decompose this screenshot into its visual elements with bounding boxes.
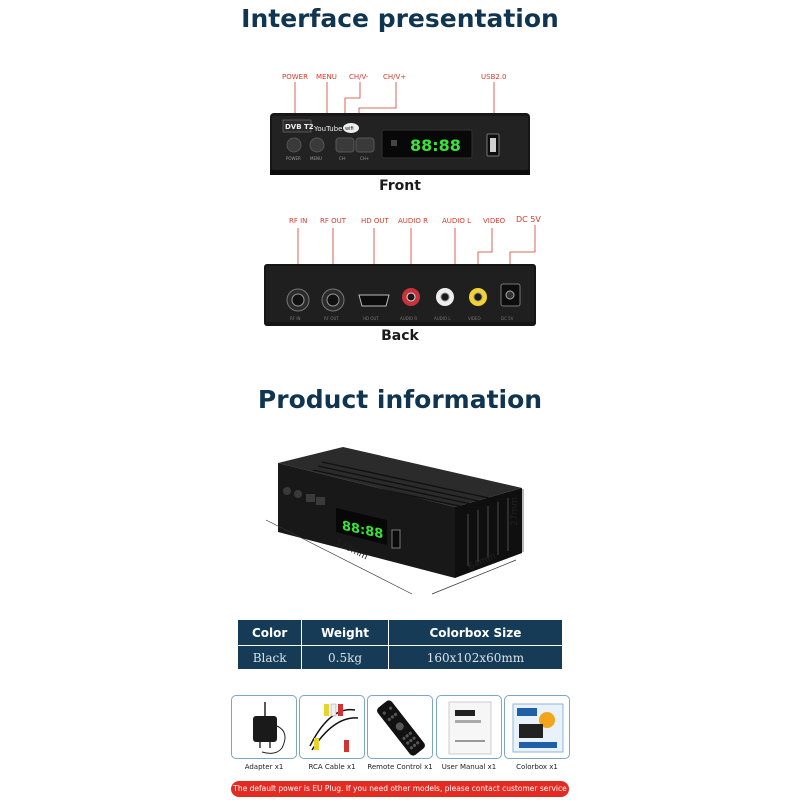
accessory-label-adapter: Adapter x1	[244, 763, 284, 771]
rf-in-port-label: RF IN	[290, 316, 301, 321]
accessory-remote-control	[367, 695, 433, 759]
ch-up-button-label: CH+	[360, 156, 369, 161]
spec-value-row: Black 0.5kg 160x102x60mm	[236, 645, 564, 670]
hdmi-port	[358, 294, 390, 307]
accessory-label-remote-control: Remote Control x1	[367, 763, 433, 771]
box-menu-button	[294, 490, 302, 498]
spec-value-colorbox: 160x102x60mm	[387, 645, 564, 670]
box-usb-port	[391, 529, 401, 549]
dc-port-label: DC 5V	[501, 316, 514, 321]
colorbox-icon	[512, 703, 564, 753]
ch-down-button-label: CH-	[339, 156, 347, 161]
spec-table: Color Weight Colorbox Size Black 0.5kg 1…	[236, 619, 564, 670]
rf-out-port-label: RF OUT	[324, 316, 339, 321]
callout-power: POWER	[282, 73, 308, 81]
box-power-button	[283, 487, 291, 495]
power-button-label: POWER	[286, 156, 301, 161]
ir-sensor	[391, 140, 397, 146]
accessory-user-manual	[436, 695, 502, 759]
accessory-rca-cable	[299, 695, 365, 759]
wifi-badge-text: wifi	[345, 126, 354, 132]
dvb-t2-badge-text: DVB T2	[285, 123, 314, 131]
box-ch-down-button	[306, 494, 315, 502]
accessory-adapter	[231, 695, 297, 759]
remote-control-icon	[377, 700, 425, 756]
youtube-badge-text: YouTube	[313, 125, 342, 133]
callout-ch-down: CH/V-	[349, 73, 369, 81]
accessory-colorbox	[504, 695, 570, 759]
spec-header-row: Color Weight Colorbox Size	[236, 619, 564, 646]
user-manual-icon	[448, 701, 492, 755]
display-window	[381, 129, 473, 159]
product-heading: Product information	[257, 385, 543, 414]
ch-down-button	[335, 137, 355, 153]
callout-hd-out: HD OUT	[361, 217, 389, 225]
audio-r-port-label: AUDIO R	[400, 316, 417, 321]
front-panel-diagram: DVB T2 YouTube wifi POWER MENU CH- CH+ 8…	[270, 82, 530, 175]
spec-header-weight: Weight	[301, 619, 389, 646]
callout-rf-in: RF IN	[289, 217, 308, 225]
callout-ch-up: CH/V+	[383, 73, 407, 81]
back-panel-diagram: RF IN RF OUT HD OUT AUDIO R AUDIO L VIDE…	[264, 225, 536, 326]
spec-value-weight: 0.5kg	[301, 645, 389, 670]
spec-value-color: Black	[236, 645, 303, 670]
width-dimension-line	[431, 559, 517, 595]
callout-video: VIDEO	[483, 217, 506, 225]
spec-header-color: Color	[236, 619, 303, 646]
callout-audio-l: AUDIO L	[442, 217, 472, 225]
video-port-label: VIDEO	[468, 316, 481, 321]
box-display-window	[336, 508, 387, 545]
front-display-digits: 88:88	[410, 136, 461, 155]
callout-menu: MENU	[316, 73, 337, 81]
hd-out-port-label: HD OUT	[363, 316, 379, 321]
ch-up-button	[355, 137, 375, 153]
menu-button	[309, 137, 325, 153]
back-caption: Back	[381, 328, 419, 344]
audio-l-port-label: AUDIO L	[434, 316, 451, 321]
box-ch-up-button	[316, 497, 325, 505]
menu-button-label: MENU	[310, 156, 322, 161]
product-3d-diagram: 88:88 120mm 64mm 27mm	[265, 447, 524, 595]
accessory-label-rca-cable: RCA Cable x1	[308, 763, 356, 771]
height-label: 27mm	[510, 497, 520, 526]
wifi-icon	[343, 123, 359, 133]
callout-dc: DC 5V	[516, 215, 541, 224]
spec-header-colorbox: Colorbox Size	[387, 619, 564, 646]
front-caption: Front	[379, 178, 421, 194]
length-dimension-line	[265, 519, 413, 595]
eu-plug-notice: The default power is EU Plug. If you nee…	[231, 781, 569, 797]
adapter-icon	[253, 702, 286, 754]
interface-heading: Interface presentation	[241, 4, 559, 33]
accessory-label-user-manual: User Manual x1	[441, 763, 497, 771]
rca-cable-icon	[309, 703, 359, 752]
callout-usb: USB2.0	[481, 73, 507, 81]
power-button	[286, 137, 302, 153]
dvb-t2-badge	[282, 119, 312, 133]
callout-audio-r: AUDIO R	[398, 217, 428, 225]
accessory-label-colorbox: Colorbox x1	[516, 763, 558, 771]
callout-rf-out: RF OUT	[320, 217, 347, 225]
